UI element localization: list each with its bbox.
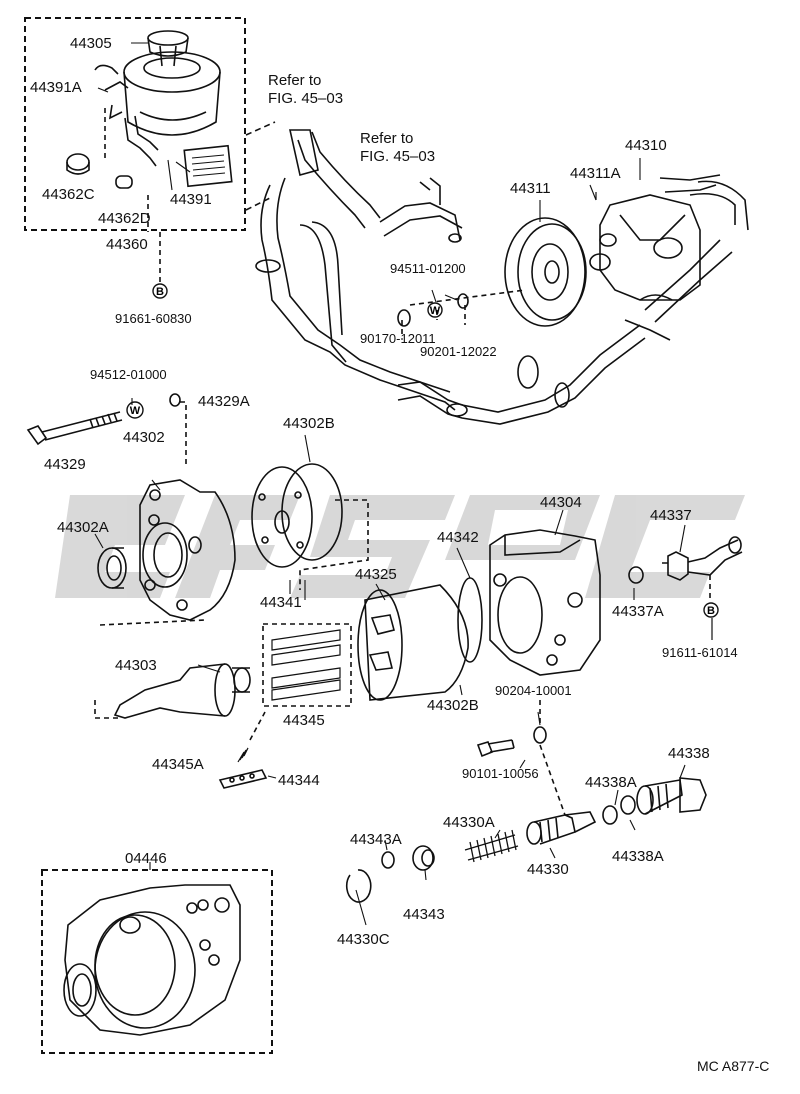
reservoir-cap xyxy=(147,30,189,67)
o-ring-44342 xyxy=(457,577,483,663)
label-04446: 04446 xyxy=(125,850,167,867)
vanes-44345 xyxy=(271,629,341,701)
label-91661-60830: 91661-60830 xyxy=(115,311,192,326)
o-ring-44329A xyxy=(169,393,181,407)
label-91611-61014: 91611-61014 xyxy=(662,645,738,660)
label-44330: 44330 xyxy=(527,861,569,878)
diagram-code: MC A877-C xyxy=(697,1058,770,1074)
label-44302B-bottom: 44302B xyxy=(427,697,479,714)
o-ring-44337A xyxy=(628,566,644,584)
reservoir-label xyxy=(183,144,233,188)
label-44330A: 44330A xyxy=(443,814,495,831)
screw-44343 xyxy=(412,845,435,871)
label-44310: 44310 xyxy=(625,137,667,154)
o-ring-44343A xyxy=(381,851,395,869)
label-44344: 44344 xyxy=(278,772,320,789)
svg-text:B: B xyxy=(707,605,715,617)
watermark-logo xyxy=(55,495,745,598)
label-44360: 44360 xyxy=(106,236,148,253)
flow-control-valve-44330 xyxy=(526,811,597,845)
refer-to-fig-note-2: Refer to FIG. 45–03 xyxy=(360,130,436,165)
label-44302A: 44302A xyxy=(57,519,109,536)
label-44311A: 44311A xyxy=(570,165,621,182)
pump-pulley xyxy=(504,217,587,327)
label-44362D: 44362D xyxy=(98,210,151,227)
nut-90170 xyxy=(397,309,411,327)
label-44302: 44302 xyxy=(123,429,165,446)
pressure-hose-assembly xyxy=(245,121,749,425)
label-44337A: 44337A xyxy=(612,603,664,620)
label-90204-10001: 90204-10001 xyxy=(495,683,572,698)
reservoir-group-box xyxy=(24,17,246,231)
oil-seal-44302A xyxy=(97,547,127,589)
cam-ring-44325 xyxy=(357,584,469,701)
label-94512-01000: 94512-01000 xyxy=(90,367,167,382)
spring-44345A xyxy=(237,747,249,763)
label-44302B-top: 44302B xyxy=(283,415,335,432)
symbol-W-94511: W xyxy=(427,302,443,318)
pump-body xyxy=(589,174,721,301)
reservoir-outlet xyxy=(124,115,159,167)
side-plate-44341 xyxy=(251,466,313,568)
symbol-B-right: B xyxy=(703,602,719,618)
clamp xyxy=(115,175,133,189)
nut-90201 xyxy=(457,293,469,309)
label-44337: 44337 xyxy=(650,507,692,524)
label-44303: 44303 xyxy=(115,657,157,674)
vanes-box-44345 xyxy=(262,623,352,707)
label-44304: 44304 xyxy=(540,494,582,511)
label-44338A-1: 44338A xyxy=(585,774,637,791)
label-44329: 44329 xyxy=(44,456,86,473)
label-44342: 44342 xyxy=(437,529,479,546)
o-ring-44338A-2 xyxy=(620,795,636,815)
label-90201-12022: 90201-12022 xyxy=(420,344,497,359)
svg-text:W: W xyxy=(430,305,441,317)
label-44325: 44325 xyxy=(355,566,397,583)
label-44311: 44311 xyxy=(510,180,551,197)
snap-ring-44330C xyxy=(345,869,372,903)
union-fitting-44337 xyxy=(662,536,743,581)
symbol-B-top: B xyxy=(152,283,168,299)
label-44391A: 44391A xyxy=(30,79,82,96)
o-ring-44338A-1 xyxy=(602,805,618,825)
bolt-90101 xyxy=(476,739,515,758)
gasket-kit-04446 xyxy=(63,884,241,1036)
label-44329A: 44329A xyxy=(198,393,250,410)
label-44330C: 44330C xyxy=(337,931,390,948)
svg-text:W: W xyxy=(130,405,141,417)
label-44345A: 44345A xyxy=(152,756,204,773)
plate-44344 xyxy=(218,769,268,789)
label-44343: 44343 xyxy=(403,906,445,923)
reservoir-hose xyxy=(94,64,119,75)
label-90101-10056: 90101-10056 xyxy=(462,766,539,781)
rear-housing xyxy=(139,479,236,621)
label-44343A: 44343A xyxy=(350,831,402,848)
bolt-44329 xyxy=(26,411,123,446)
reservoir-tank xyxy=(123,51,221,136)
symbol-W-94512: W xyxy=(126,401,144,419)
label-44362C: 44362C xyxy=(42,186,95,203)
label-44338: 44338 xyxy=(668,745,710,762)
label-44341: 44341 xyxy=(260,594,302,611)
reservoir-bracket xyxy=(104,81,129,120)
label-44391: 44391 xyxy=(170,191,212,208)
grommet xyxy=(66,153,90,175)
label-90170-12011: 90170-12011 xyxy=(360,331,436,346)
refer-to-fig-note-1: Refer to FIG. 45–03 xyxy=(268,72,344,107)
gasket-44302B xyxy=(281,463,343,561)
label-44305: 44305 xyxy=(70,35,112,52)
label-44345: 44345 xyxy=(283,712,325,729)
front-housing xyxy=(489,529,601,676)
label-44338A-2: 44338A xyxy=(612,848,664,865)
drive-shaft-44303 xyxy=(113,663,251,719)
washer-90204 xyxy=(533,726,547,744)
label-94511-01200: 94511-01200 xyxy=(390,261,466,276)
svg-text:B: B xyxy=(156,286,164,298)
plug-44338 xyxy=(636,777,707,815)
gasket-kit-box xyxy=(41,869,273,1054)
spring-44330A xyxy=(464,829,519,863)
